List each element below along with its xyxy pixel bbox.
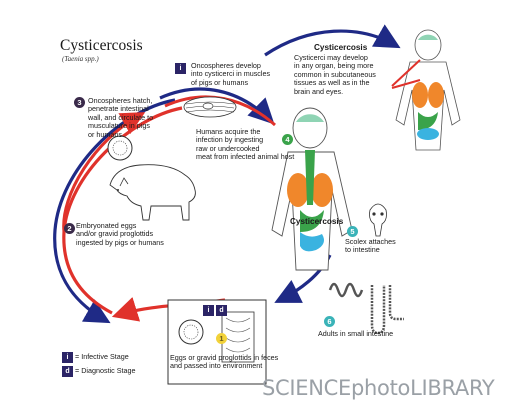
scolex-illustration [369, 203, 387, 237]
step-5-badge: 5 [347, 226, 358, 237]
eggs-infective-tag: i [203, 305, 214, 316]
legend-diagnostic-icon: d [62, 366, 73, 377]
step-6-badge: 6 [324, 316, 335, 327]
step-5-text: Scolex attaches to intestine [345, 237, 396, 255]
adult-worms-illustration [328, 282, 404, 335]
human-figure-large [271, 107, 353, 271]
eggs-diagnostic-tag: d [216, 305, 227, 316]
science-photo-library-watermark: SCIENCEphotoLIBRARY [262, 376, 495, 400]
step-4-badge: 4 [282, 134, 293, 145]
watermark-part3: LIBRARY [410, 376, 495, 400]
step-4-text: Humans acquire the infection by ingestin… [196, 127, 295, 162]
muscle-cysticerci-illustration [183, 96, 237, 118]
legend-diagnostic-text: = Diagnostic Stage [75, 366, 136, 375]
cycle-arrow-blue-mid [159, 87, 275, 125]
step-2-text: Embryonated eggs and/or gravid proglotti… [76, 221, 164, 247]
watermark-part2: photo [351, 376, 411, 400]
eggs-badge: 1 [216, 333, 227, 344]
page-title: Cysticercosis [60, 37, 143, 54]
human-cysticercosis-label: Cysticercosis [290, 217, 344, 226]
cysticercosis-heading: Cysticercosis [314, 43, 368, 52]
step-6-text: Adults in small intestine [318, 329, 394, 338]
cycle-arrow-red-up [62, 112, 146, 233]
legend-infective-icon: i [62, 352, 73, 363]
step-1-text: Oncospheres develop into cysticerci in m… [191, 61, 271, 87]
oncosphere-illustration [107, 135, 133, 161]
step-3-badge: 3 [74, 97, 85, 108]
cycle-arrow-blue-top [264, 24, 401, 57]
pig-illustration [109, 164, 196, 221]
cysticercosis-text: Cysticerci may develop in any organ, bei… [294, 53, 376, 96]
step-2-badge: 2 [64, 223, 75, 234]
page-subtitle: (Taenia spp.) [62, 55, 99, 63]
eggs-text: Eggs or gravid proglottids in feces and … [170, 353, 279, 371]
step-3-text: Oncospheres hatch, penetrate intestinal … [88, 96, 154, 139]
human-figure-small [391, 29, 461, 151]
legend-infective-text: = Infective Stage [75, 352, 129, 361]
infective-stage-tag: i [175, 63, 186, 74]
watermark-part1: SCIENCE [262, 376, 351, 400]
